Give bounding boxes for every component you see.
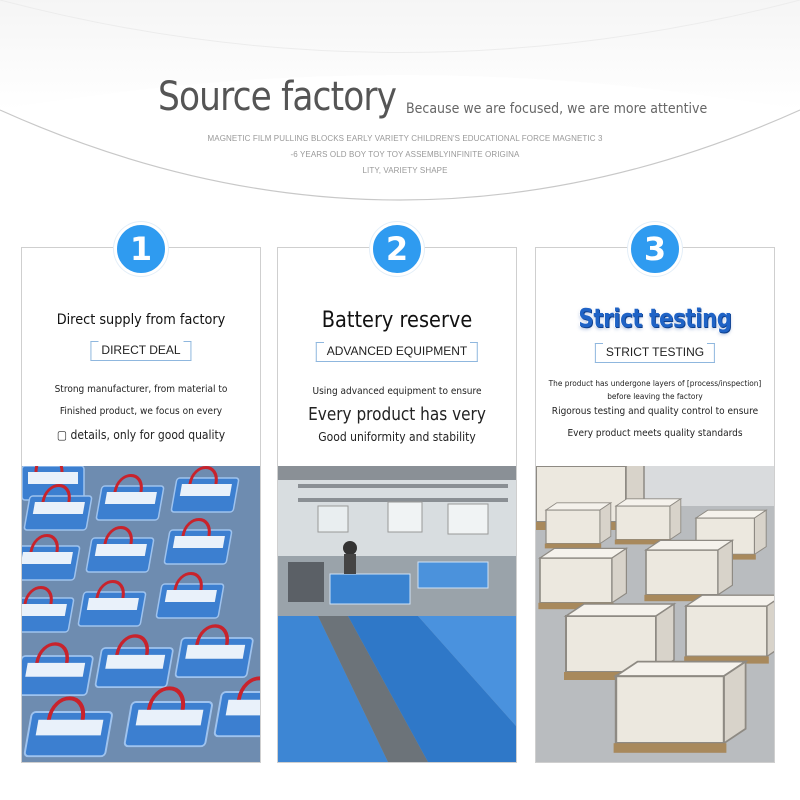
card-line: Finished product, we focus on every: [59, 406, 223, 417]
feature-card-strict-testing: 3 Strict testing STRICT TESTING The prod…: [535, 222, 775, 763]
card-line: before leaving the factory: [607, 392, 703, 401]
step-number-badge: 1: [114, 222, 168, 276]
feature-card-battery-reserve: 2 Battery reserve ADVANCED EQUIPMENT Usi…: [277, 222, 517, 763]
desc-line: LITY, VARIETY SHAPE: [362, 166, 448, 175]
card-heading: Direct supply from factory: [56, 312, 226, 328]
header-arc-decoration: [0, 0, 800, 201]
step-number-badge: 2: [370, 222, 424, 276]
card-line: The product has undergone layers of [pro…: [548, 379, 762, 388]
card-line: Using advanced equipment to ensure: [312, 386, 482, 397]
card-tag: DIRECT DEAL: [90, 341, 192, 361]
header-banner: Source factory Because we are focused, w…: [0, 0, 800, 215]
card-line: Strong manufacturer, from material to: [54, 384, 228, 395]
card-tag: ADVANCED EQUIPMENT: [315, 342, 479, 362]
header-description: MAGNETIC FILM PULLING BLOCKS EARLY VARIE…: [200, 131, 610, 179]
card-line: ▢ details, only for good quality: [56, 428, 226, 442]
page-title: Source factory: [158, 74, 397, 120]
card-line: Rigorous testing and quality control to …: [551, 406, 759, 417]
desc-line: MAGNETIC FILM PULLING BLOCKS EARLY VARIE…: [207, 134, 603, 143]
step-number-badge: 3: [628, 222, 682, 276]
card-text-area: Direct supply from factory DIRECT DEAL S…: [22, 248, 260, 466]
desc-line: -6 YEARS OLD BOY TOY TOY ASSEMBLYINFINIT…: [290, 150, 520, 159]
card-line: Good uniformity and stability: [318, 430, 476, 444]
card-text-area: Strict testing STRICT TESTING The produc…: [536, 248, 774, 466]
card-text-area: Battery reserve ADVANCED EQUIPMENT Using…: [278, 248, 516, 466]
card-heading: Strict testing: [578, 304, 732, 334]
card-tag: STRICT TESTING: [594, 343, 716, 363]
factory-floor-photo: [278, 466, 516, 762]
page-subtitle: Because we are focused, we are more atte…: [406, 101, 708, 117]
card-heading: Battery reserve: [321, 308, 473, 333]
card-line: Every product has very: [308, 404, 486, 425]
feature-card-direct-supply: 1 Direct supply from factory DIRECT DEAL…: [21, 222, 261, 763]
wooden-crates-photo: [536, 466, 774, 762]
card-line: Every product meets quality standards: [567, 428, 743, 439]
battery-rows-photo: [22, 466, 260, 762]
